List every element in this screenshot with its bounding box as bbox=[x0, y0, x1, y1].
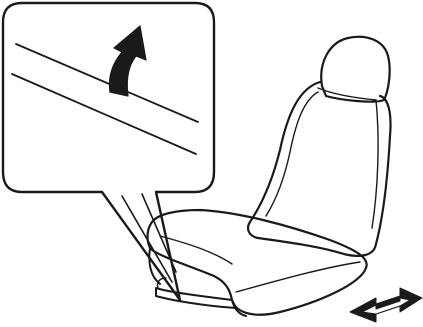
seat bbox=[148, 37, 391, 316]
callout-bubble bbox=[3, 3, 214, 300]
cushion-seam bbox=[236, 262, 360, 292]
slide-lever-bar[interactable] bbox=[156, 288, 236, 308]
lever-edge-top bbox=[16, 44, 198, 122]
slide-arrow-icon bbox=[350, 288, 422, 322]
zoom-callout bbox=[3, 3, 214, 300]
lift-arrow-icon bbox=[110, 26, 147, 96]
lever-edge-bottom bbox=[12, 74, 196, 154]
headrest-base bbox=[318, 88, 376, 100]
seat-frame bbox=[149, 248, 246, 316]
slide-arrow-body bbox=[350, 288, 422, 322]
seat-back bbox=[248, 82, 390, 256]
seat-back-side bbox=[372, 100, 378, 228]
